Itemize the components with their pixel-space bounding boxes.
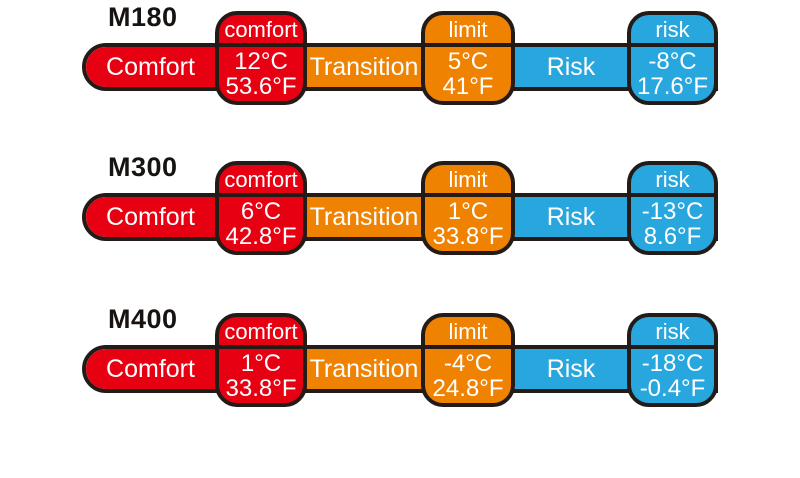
risk-celsius: -8°C	[648, 48, 697, 75]
comfort-fahrenheit: 53.6°F	[225, 73, 297, 100]
transition-zone-label: Transition	[309, 203, 419, 231]
comfort-zone-label: Comfort	[106, 203, 195, 231]
risk-tag-temps: -13°C 8.6°F	[631, 197, 714, 249]
risk-tag: risk -13°C 8.6°F	[627, 161, 718, 255]
risk-tag-temps: -18°C -0.4°F	[631, 349, 714, 401]
limit-tag: limit -4°C 24.8°F	[421, 313, 515, 407]
rating-row-m400: M400 Comfort Transition Risk comfort 1°C…	[0, 304, 800, 418]
limit-tag: limit 5°C 41°F	[421, 11, 515, 105]
transition-zone-label: Transition	[309, 355, 419, 383]
risk-zone-label: Risk	[546, 53, 596, 81]
limit-tag-label: limit	[425, 165, 511, 197]
risk-fahrenheit: 17.6°F	[637, 73, 708, 100]
risk-tag: risk -18°C -0.4°F	[627, 313, 718, 407]
comfort-celsius: 6°C	[240, 198, 282, 225]
risk-celsius: -13°C	[641, 198, 704, 225]
temperature-bar: Comfort Transition Risk	[82, 345, 718, 393]
risk-zone-label: Risk	[546, 203, 596, 231]
temperature-bar: Comfort Transition Risk	[82, 193, 718, 241]
comfort-tag-label: comfort	[219, 15, 303, 47]
limit-tag-label: limit	[425, 15, 511, 47]
risk-tag-label: risk	[631, 317, 714, 349]
limit-celsius: -4°C	[443, 350, 493, 377]
limit-celsius: 5°C	[447, 48, 489, 75]
comfort-tag-label: comfort	[219, 317, 303, 349]
risk-fahrenheit: -0.4°F	[639, 375, 706, 402]
limit-tag-label: limit	[425, 317, 511, 349]
limit-celsius: 1°C	[447, 198, 489, 225]
comfort-tag: comfort 1°C 33.8°F	[215, 313, 307, 407]
comfort-tag-label: comfort	[219, 165, 303, 197]
transition-zone-label: Transition	[309, 53, 419, 81]
temperature-bar: Comfort Transition Risk	[82, 43, 718, 91]
model-label: M400	[108, 304, 178, 334]
comfort-zone-label: Comfort	[106, 355, 195, 383]
limit-tag-temps: -4°C 24.8°F	[425, 349, 511, 401]
model-label: M180	[108, 2, 178, 32]
comfort-tag-temps: 12°C 53.6°F	[219, 47, 303, 99]
model-label: M300	[108, 152, 178, 182]
rating-row-m300: M300 Comfort Transition Risk comfort 6°C…	[0, 152, 800, 266]
risk-tag: risk -8°C 17.6°F	[627, 11, 718, 105]
limit-tag-temps: 1°C 33.8°F	[425, 197, 511, 249]
limit-fahrenheit: 33.8°F	[432, 223, 504, 250]
comfort-celsius: 12°C	[234, 48, 288, 75]
limit-fahrenheit: 41°F	[442, 73, 494, 100]
comfort-fahrenheit: 42.8°F	[225, 223, 297, 250]
comfort-tag-temps: 1°C 33.8°F	[219, 349, 303, 401]
limit-fahrenheit: 24.8°F	[432, 375, 504, 402]
risk-tag-temps: -8°C 17.6°F	[631, 47, 714, 99]
comfort-zone-label: Comfort	[106, 53, 195, 81]
risk-celsius: -18°C	[641, 350, 704, 377]
comfort-fahrenheit: 33.8°F	[225, 375, 297, 402]
risk-tag-label: risk	[631, 15, 714, 47]
limit-tag-temps: 5°C 41°F	[425, 47, 511, 99]
comfort-celsius: 1°C	[240, 350, 282, 377]
risk-tag-label: risk	[631, 165, 714, 197]
comfort-tag-temps: 6°C 42.8°F	[219, 197, 303, 249]
risk-fahrenheit: 8.6°F	[643, 223, 702, 250]
rating-row-m180: M180 Comfort Transition Risk comfort 12°…	[0, 2, 800, 116]
limit-tag: limit 1°C 33.8°F	[421, 161, 515, 255]
risk-zone-label: Risk	[546, 355, 596, 383]
comfort-tag: comfort 12°C 53.6°F	[215, 11, 307, 105]
comfort-tag: comfort 6°C 42.8°F	[215, 161, 307, 255]
